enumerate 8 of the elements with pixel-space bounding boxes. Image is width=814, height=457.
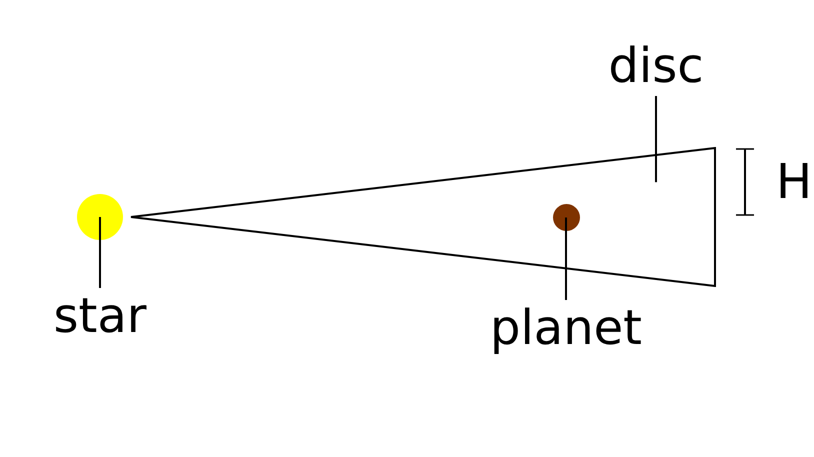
leader-line <box>99 217 101 288</box>
leader-line <box>565 218 567 300</box>
disc-wedge <box>130 147 716 287</box>
dimension-label: H <box>776 154 812 210</box>
leader-line <box>655 96 657 182</box>
leader-label: star <box>52 288 148 344</box>
leader-label: disc <box>607 38 705 94</box>
leader-label: planet <box>489 300 643 356</box>
